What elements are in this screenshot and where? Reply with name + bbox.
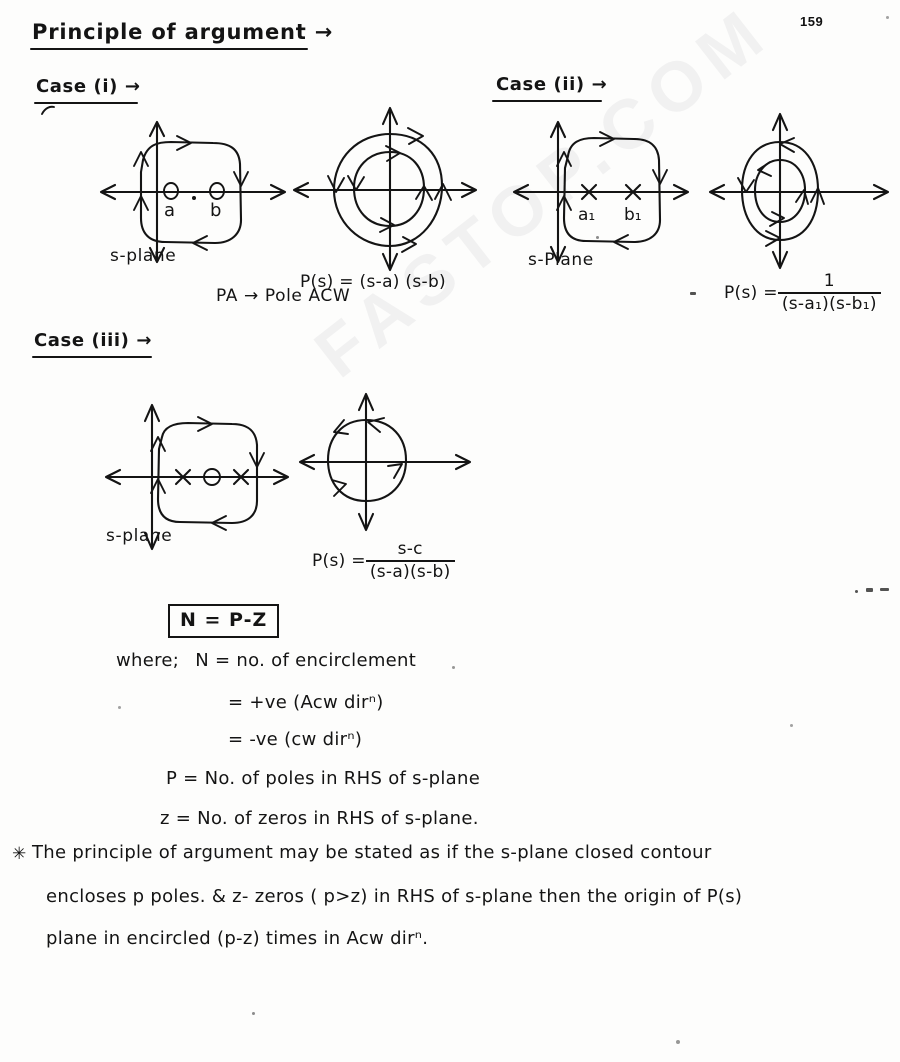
case-3-formula-fraction: s-c(s-a)(s-b) <box>365 539 455 582</box>
case-2-formula: P(s) =1(s-a₁)(s-b₁) <box>724 271 881 314</box>
case-2-formula-lhs: P(s) = <box>724 283 778 304</box>
case-2-formula-fraction: 1(s-a₁)(s-b₁) <box>777 271 881 314</box>
ink-speck <box>866 588 873 592</box>
case-2-pole-a1-label: a₁ <box>578 205 595 225</box>
statement-line-1: The principle of argument may be stated … <box>32 842 712 863</box>
page-title: Principle of argument → <box>32 20 334 44</box>
case-3-formula-denominator: (s-a)(s-b) <box>365 560 455 582</box>
title-underline <box>30 48 308 50</box>
case-2-s-plane-diagram: a₁ b₁ <box>510 110 700 275</box>
case-1-tick-mark <box>41 105 55 115</box>
ink-speck <box>690 292 696 295</box>
ink-speck <box>886 16 889 19</box>
statement-bullet: ✳ <box>12 844 27 864</box>
case-3-formula-lhs: P(s) = <box>312 551 366 572</box>
statement-line-3: plane in encircled (p-z) times in Acw di… <box>46 928 429 949</box>
case-2-formula-numerator: 1 <box>823 271 835 291</box>
case-1-formula: P(s) = (s-a) (s-b) <box>300 272 446 292</box>
ink-speck <box>855 590 858 593</box>
case-3-formula: P(s) =s-c(s-a)(s-b) <box>312 539 455 582</box>
case-2-pole-b1-label: b₁ <box>624 205 642 225</box>
ink-speck <box>880 588 889 591</box>
definition-line-3: = -ve (cw dirⁿ) <box>228 729 363 750</box>
case-2-formula-denominator: (s-a₁)(s-b₁) <box>777 292 881 314</box>
ink-speck <box>790 724 793 727</box>
case-3-formula-numerator: s-c <box>397 539 423 559</box>
ink-speck <box>252 1012 255 1015</box>
definition-line-4: P = No. of poles in RHS of s-plane <box>166 768 481 789</box>
definitions-intro-text: where; <box>116 650 180 671</box>
case-1-formula-rhs: (s-a) (s-b) <box>359 272 446 292</box>
case-2-underline <box>492 100 602 102</box>
case-1-underline <box>34 102 138 104</box>
ink-speck <box>676 1040 680 1044</box>
definition-line-1: N = no. of encirclement <box>195 650 417 671</box>
case-1-s-plane-diagram: a b <box>95 112 295 272</box>
case-1-note: PA → Pole ACW <box>216 286 351 306</box>
case-3-underline <box>32 356 152 358</box>
definition-line-5: z = No. of zeros in RHS of s-plane. <box>160 808 479 829</box>
definition-line-2: = +ve (Acw dirⁿ) <box>228 692 384 713</box>
ink-speck <box>118 706 121 709</box>
formula-box: N = P-Z <box>168 604 280 638</box>
case-1-zero-a-label: a <box>164 200 175 221</box>
case-1-formula-lhs: P(s) = <box>300 272 354 292</box>
case-1-s-plane-caption: s-plane <box>110 246 177 266</box>
case-1-p-plane-diagram <box>290 100 490 280</box>
case-3-label: Case (iii) → <box>34 330 153 351</box>
page-number: 159 <box>800 14 824 29</box>
case-1-label: Case (i) → <box>36 76 141 97</box>
case-1-zero-b-label: b <box>210 200 221 221</box>
ink-speck <box>596 236 599 239</box>
case-2-s-plane-caption: s-Plane <box>528 250 594 270</box>
case-3-p-plane-diagram <box>298 388 488 538</box>
case-2-p-plane-diagram <box>708 104 898 279</box>
case-2-label: Case (ii) → <box>496 74 608 95</box>
case-3-s-plane-diagram <box>100 395 300 555</box>
definitions-intro: where; N = no. of encirclement <box>116 650 416 671</box>
statement-line-2: encloses p poles. & z- zeros ( p>z) in R… <box>46 886 743 907</box>
ink-speck <box>452 666 455 669</box>
case-3-s-plane-caption: s-plane <box>106 526 173 546</box>
